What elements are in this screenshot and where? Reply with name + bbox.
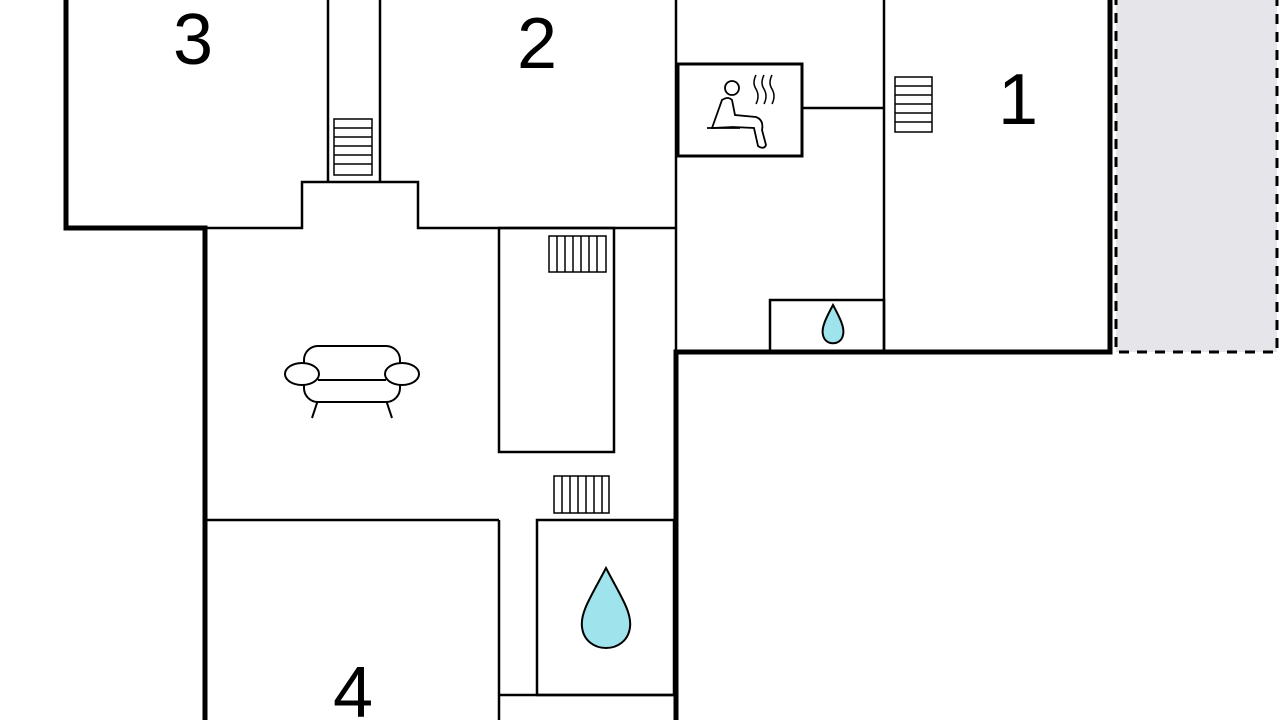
interior-walls [205, 0, 886, 720]
sauna-icon [676, 62, 804, 158]
room-label-4: 4 [333, 653, 373, 720]
stairs-icon [894, 76, 933, 133]
room-label-1: 1 [998, 60, 1038, 140]
room-label-3: 3 [173, 0, 213, 80]
stairs-icon [333, 118, 373, 176]
exterior-walls [63, 0, 1113, 720]
water-drop-icon [580, 565, 632, 649]
sofa-icon [284, 345, 420, 419]
water-drop-icon [821, 302, 845, 345]
radiator-icon [553, 475, 610, 514]
outdoor-terrace-area [1114, 0, 1279, 354]
radiator-icon [548, 235, 607, 273]
room-label-2: 2 [517, 4, 557, 84]
